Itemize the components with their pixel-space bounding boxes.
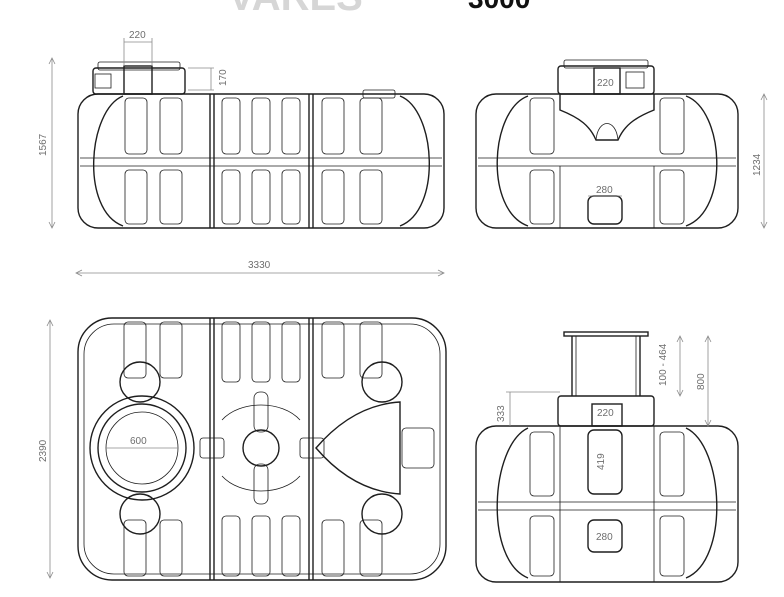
dim-ext-height-range: 100 - 464 [658, 343, 669, 386]
dim-plan-width: 2390 [38, 439, 49, 462]
dim-end-top-width: 220 [597, 78, 614, 89]
plan-view: 600 2390 [38, 317, 447, 581]
dim-ext-inner-height: 419 [596, 453, 607, 470]
length-dimension: 3330 [75, 260, 445, 277]
dim-ext-top-width: 220 [597, 408, 614, 419]
dim-side-top-width: 220 [129, 30, 146, 41]
dim-end-lower-width: 280 [596, 185, 613, 196]
header-ghost-text: VARES [228, 0, 363, 19]
dim-ext-neck-height: 333 [496, 405, 507, 422]
dim-end-height: 1234 [752, 153, 763, 176]
dim-ext-total-height: 800 [696, 373, 707, 390]
end-view: 220 280 1234 [475, 59, 768, 229]
dim-side-neck-height: 170 [218, 69, 229, 86]
dim-length: 3330 [248, 260, 271, 271]
side-view: 220 170 1567 [38, 30, 445, 229]
extension-view: 100 - 464 800 333 220 419 280 [475, 331, 739, 583]
header: VARES 3000 [228, 0, 530, 19]
dim-ext-lower-width: 280 [596, 532, 613, 543]
dim-side-height: 1567 [38, 133, 49, 156]
dim-plan-lid-diameter: 600 [130, 436, 147, 447]
header-model-number: 3000 [468, 0, 530, 14]
